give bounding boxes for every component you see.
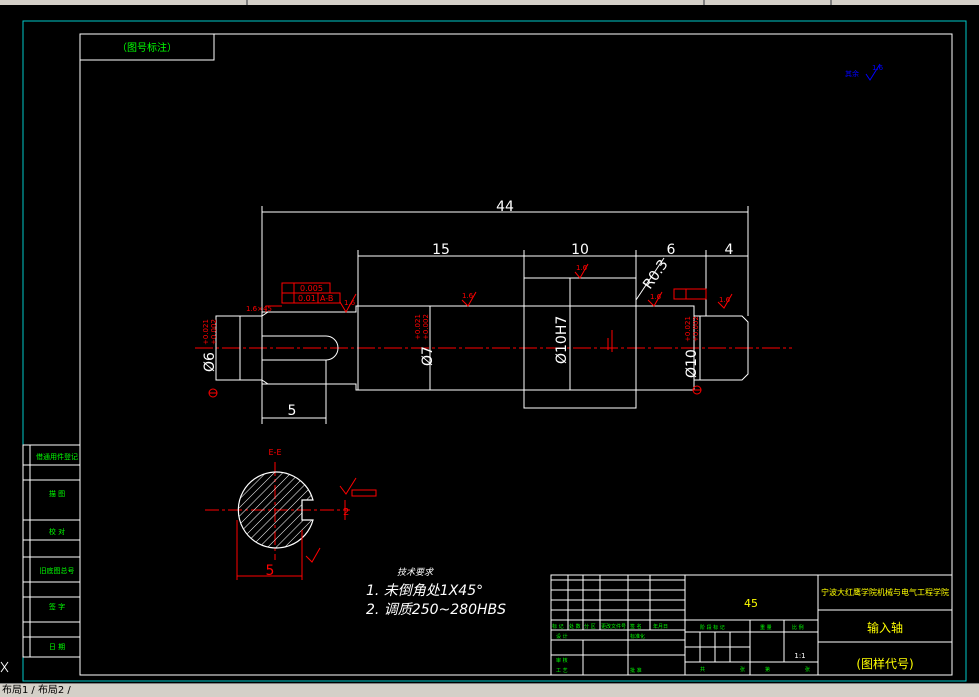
left-table-item-1: 借通用件登记 (36, 452, 78, 461)
title-left-label-5: 批 准 (630, 667, 642, 674)
title-row-label-6: 年月日 (653, 623, 668, 630)
layout-tab-2[interactable]: 布局2 (37, 685, 65, 696)
title-row-label-5: 签 名 (630, 623, 642, 630)
left-side-table (22, 444, 81, 658)
layout-tab-1[interactable]: 布局1 (2, 685, 29, 696)
outer-frame (22, 20, 967, 682)
roughness-5: 1.6 (719, 296, 731, 304)
gdt-frames (265, 282, 707, 312)
chamfer-note: 1.6×45 (246, 305, 272, 313)
dim-d6: Ø6 (202, 352, 218, 372)
toolbar-separator (703, 0, 705, 5)
title-left-label-1: 设 计 (556, 633, 568, 640)
gdt-datum-ref: A-B (320, 294, 333, 303)
left-table-item-4: 旧底图总号 (40, 566, 75, 575)
dim-d6-tol-upper: +0.021 (202, 319, 210, 345)
tech-note-2: 2. 调质250~280HBS (366, 602, 506, 618)
dim-d10h7: Ø10H7 (554, 316, 570, 364)
title-block-labels: 标 记 处 数 分 区 更改文件号 签 名 年月日 设 计 标准化 审 核 工 … (552, 623, 810, 674)
dim-radius: R0.3 (640, 257, 671, 292)
title-row-label-3: 分 区 (584, 623, 596, 630)
dim-seg-10: 10 (571, 242, 589, 258)
title-left-label-2: 标准化 (630, 633, 645, 640)
title-sheet-label-3: 第 (765, 666, 770, 673)
section-dim-width: 5 (266, 563, 275, 579)
dim-key-length: 5 (288, 403, 297, 419)
roughness-corner-symbol (865, 63, 881, 81)
title-row-label-1: 标 记 (552, 623, 564, 630)
title-sheet-label-4: 张 (805, 666, 810, 673)
tech-req-title: 技术要求 (397, 567, 434, 578)
shaft-outline (215, 277, 749, 409)
left-table-item-2: 描 图 (49, 489, 65, 498)
section-hatch (238, 472, 313, 548)
roughness-corner-label: 其余 (845, 69, 859, 78)
title-row-label-2: 处 数 (569, 623, 581, 630)
roughness-symbols (339, 263, 733, 313)
tab-separator: / (31, 685, 35, 696)
title-stage-label-1: 阶 段 标 记 (700, 624, 725, 631)
dim-overall-length: 44 (496, 199, 514, 215)
title-sheet-label-1: 共 (700, 666, 705, 673)
title-stage-label-2: 重 量 (760, 624, 772, 631)
layout-tab-bar: 布局1/ 布局2/ (0, 683, 979, 697)
drawing-canvas[interactable]: （图号标注） 其余 1.6 (0, 5, 979, 683)
dim-seg-4: 4 (725, 242, 734, 258)
toolbar-separator (246, 0, 248, 5)
top-label-box (79, 33, 215, 61)
toolbar-separator (830, 0, 832, 5)
title-scale: 1:1 (794, 652, 805, 660)
title-drawing-no: (图样代号) (856, 656, 913, 671)
dim-seg-6: 6 (667, 242, 676, 258)
left-table-item-5: 签 字 (49, 602, 65, 611)
dim-d6-tol-lower: +0.002 (210, 319, 218, 345)
gdt-runout-value: 0.005 (300, 284, 323, 293)
title-left-label-3: 审 核 (556, 657, 568, 664)
dim-d7: Ø7 (420, 346, 436, 366)
title-left-label-4: 工 艺 (556, 668, 568, 674)
title-sheet-label-2: 张 (740, 666, 745, 673)
tab-separator: / (67, 685, 71, 696)
section-outline (237, 471, 314, 549)
title-block-grid (550, 574, 953, 676)
dimension-lines (239, 206, 749, 424)
section-label: E-E (269, 448, 282, 457)
top-label-text: （图号标注） (117, 41, 177, 54)
dim-d10: Ø10 (684, 349, 700, 378)
dim-d7-tol-upper: +0.021 (414, 314, 422, 340)
roughness-2: 1.6 (462, 292, 474, 300)
roughness-1: 1.6 (344, 299, 356, 307)
roughness-3: 1.6 (576, 264, 588, 272)
dim-d10-tol-lower: +0.002 (692, 316, 700, 342)
left-table-item-3: 校 对 (49, 527, 65, 536)
dim-d10-tol-upper: +0.021 (684, 316, 692, 342)
crosshair-cursor-icon (0, 658, 10, 676)
section-dim-depth: 2 (343, 507, 349, 518)
title-part-name: 输入轴 (867, 620, 903, 635)
drawing-svg[interactable]: （图号标注） 其余 1.6 (0, 5, 979, 683)
datum-markers (208, 385, 702, 398)
gdt-position-value: 0.01 (298, 294, 316, 303)
dim-seg-15: 15 (432, 242, 450, 258)
left-table-item-6: 日 期 (49, 643, 65, 651)
window-top-strip (0, 0, 979, 5)
title-material: 45 (744, 597, 758, 610)
title-row-label-4: 更改文件号 (601, 623, 626, 630)
title-stage-label-3: 比 例 (792, 624, 804, 631)
inner-frame (79, 33, 953, 676)
tech-note-1: 1. 未倒角处1X45° (366, 583, 483, 599)
roughness-4: 1.6 (650, 293, 662, 301)
section-dims (236, 477, 377, 580)
dim-d7-tol-lower: +0.002 (422, 314, 430, 340)
title-school: 宁波大红鹰学院机械与电气工程学院 (821, 587, 949, 597)
